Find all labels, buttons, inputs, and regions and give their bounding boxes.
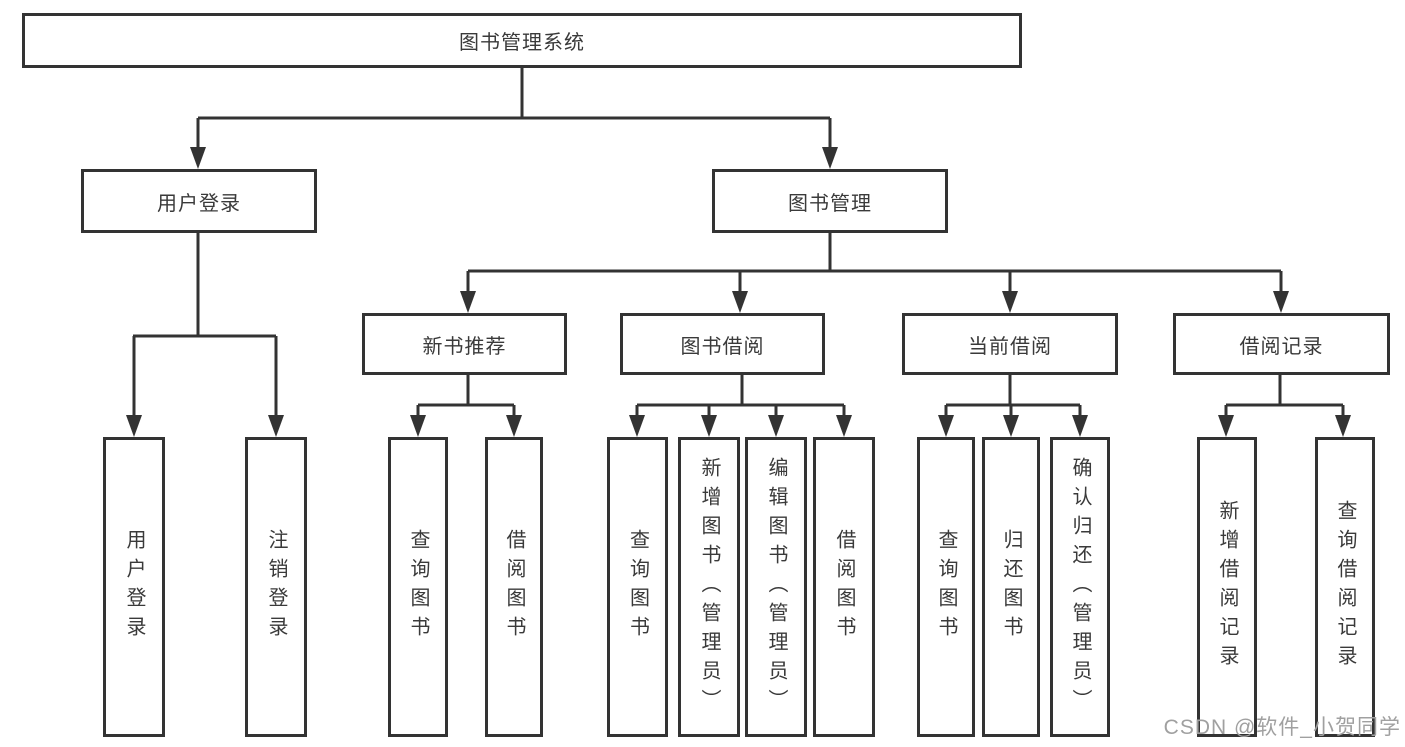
connector-arrowhead — [1218, 415, 1234, 437]
csdn-watermark: CSDN @软件_小贺同学 — [1163, 716, 1401, 739]
connector-arrowhead — [701, 415, 717, 437]
connector-arrowhead — [732, 291, 748, 313]
leaf-add-books-admin: 新增图书（管理员） — [678, 437, 740, 737]
leaf-edit-books-admin: 编辑图书（管理员） — [745, 437, 807, 737]
leaf-label: 新增图书（管理员） — [698, 456, 720, 718]
leaf-label: 注销登录 — [265, 529, 287, 645]
node-label: 图书管理 — [788, 192, 872, 215]
leaf-query-borrow-record: 查询借阅记录 — [1315, 437, 1375, 737]
leaf-label: 查询借阅记录 — [1334, 500, 1356, 674]
leaf-label: 查询图书 — [935, 529, 957, 645]
connector-arrowhead — [768, 415, 784, 437]
leaf-borrow-books: 借阅图书 — [813, 437, 875, 737]
connector-arrowhead — [1273, 291, 1289, 313]
leaf-query-books-recommend: 查询图书 — [388, 437, 448, 737]
connector-arrowhead — [822, 147, 838, 169]
leaf-label: 新增借阅记录 — [1216, 500, 1238, 674]
connector-arrowhead — [190, 147, 206, 169]
leaf-query-books-borrow: 查询图书 — [607, 437, 668, 737]
node-label: 图书借阅 — [680, 335, 765, 358]
leaf-add-borrow-record: 新增借阅记录 — [1197, 437, 1257, 737]
node-user-login: 用户登录 — [81, 169, 317, 233]
node-book-borrow: 图书借阅 — [620, 313, 825, 375]
node-label: 当前借阅 — [968, 335, 1052, 358]
connector-arrowhead — [1002, 291, 1018, 313]
connector-arrowhead — [1072, 415, 1088, 437]
node-label: 新书推荐 — [422, 335, 507, 358]
node-new-book-recommend: 新书推荐 — [362, 313, 567, 375]
leaf-query-books-current: 查询图书 — [917, 437, 975, 737]
leaf-label: 查询图书 — [626, 529, 649, 645]
leaf-label: 借阅图书 — [503, 529, 525, 645]
node-library-management-system: 图书管理系统 — [22, 13, 1022, 68]
leaf-label: 编辑图书（管理员） — [765, 456, 787, 718]
node-book-management: 图书管理 — [712, 169, 948, 233]
node-label: 图书管理系统 — [459, 32, 585, 54]
connector-arrowhead — [410, 415, 426, 437]
connector-arrowhead — [938, 415, 954, 437]
connector-arrowhead — [1003, 415, 1019, 437]
connector-arrowhead — [460, 291, 476, 313]
node-label: 用户登录 — [157, 192, 241, 215]
connector-arrowhead — [836, 415, 852, 437]
leaf-label: 归还图书 — [1000, 529, 1022, 645]
node-current-borrow: 当前借阅 — [902, 313, 1118, 375]
leaf-label: 查询图书 — [407, 529, 429, 645]
leaf-logout: 注销登录 — [245, 437, 307, 737]
connector-arrowhead — [126, 415, 142, 437]
node-borrow-record: 借阅记录 — [1173, 313, 1390, 375]
leaf-confirm-return-admin: 确认归还（管理员） — [1050, 437, 1110, 737]
connector-arrowhead — [268, 415, 284, 437]
leaf-return-books: 归还图书 — [982, 437, 1040, 737]
connector-arrowhead — [506, 415, 522, 437]
leaf-label: 确认归还（管理员） — [1069, 456, 1091, 718]
leaf-label: 借阅图书 — [833, 529, 855, 645]
leaf-user-login: 用户登录 — [103, 437, 165, 737]
connector-arrowhead — [1335, 415, 1351, 437]
node-label: 借阅记录 — [1239, 335, 1324, 358]
connector-arrowhead — [629, 415, 645, 437]
leaf-label: 用户登录 — [123, 529, 145, 645]
leaf-borrow-books-recommend: 借阅图书 — [485, 437, 543, 737]
